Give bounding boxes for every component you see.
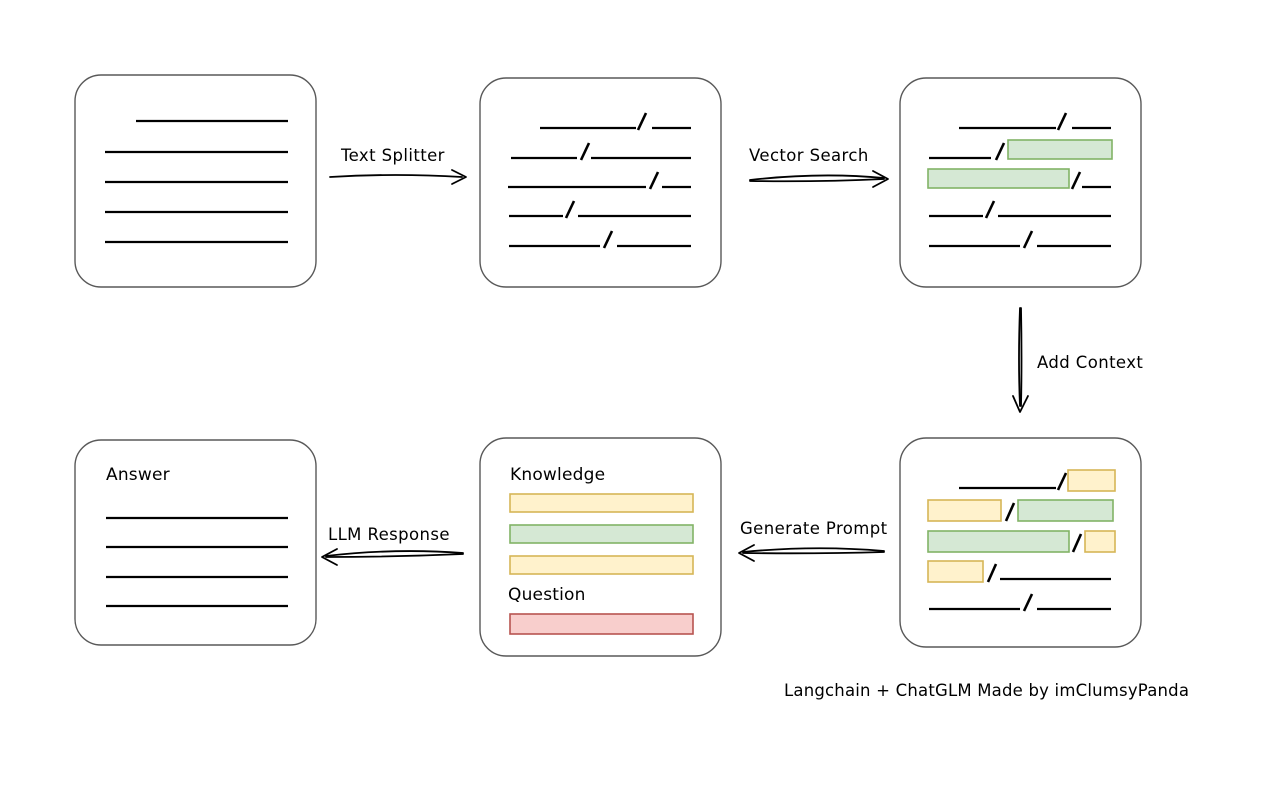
answer-card-node[interactable]	[74, 439, 317, 646]
split-document-slash-3	[648, 171, 660, 190]
edge-generate-prompt[interactable]	[738, 544, 885, 562]
prompt-knowledge-bar-3	[509, 555, 694, 575]
split-document-slash-2	[579, 142, 591, 161]
generate-prompt-arrow-shaft-top	[742, 547, 885, 553]
retrieved-document-node[interactable]	[899, 77, 1142, 288]
source-document-node[interactable]	[74, 74, 317, 288]
edge-label-text-splitter: Text Splitter	[341, 146, 445, 165]
retrieved-document-slash-2	[994, 142, 1006, 161]
generate-prompt-arrow-shaft-bottom	[742, 551, 885, 555]
split-document-slash-4	[564, 200, 576, 219]
context-document-highlight-3b	[1084, 530, 1116, 553]
context-document-highlight-2a	[927, 499, 1002, 522]
prompt-knowledge-bar-2	[509, 524, 694, 544]
llm-response-arrow-head	[321, 548, 338, 566]
context-document-slash-5	[1022, 593, 1034, 612]
generate-prompt-arrow-head	[738, 544, 755, 562]
prompt-card[interactable]	[479, 437, 722, 657]
add-context-arrow-head	[1012, 395, 1029, 413]
answer-heading: Answer	[106, 465, 170, 485]
llm-response-arrow-shaft-bottom	[325, 553, 464, 558]
split-document-slash-1	[636, 112, 648, 131]
context-document-slash-3	[1071, 533, 1083, 553]
context-document-slash-1	[1056, 472, 1068, 491]
context-document-slash-4	[986, 563, 998, 583]
edge-label-vector-search: Vector Search	[749, 146, 869, 165]
prompt-question-bar-1	[509, 613, 694, 635]
prompt-knowledge-bar-1	[509, 493, 694, 513]
retrieved-document-slash-4	[984, 200, 996, 219]
vector-search-arrow-shaft-bottom	[749, 178, 885, 183]
context-document-slash-2	[1004, 502, 1016, 522]
split-document-slash-5	[602, 230, 614, 249]
retrieved-document-slash-3	[1070, 171, 1082, 190]
text-splitter-arrow-head	[451, 169, 467, 185]
context-document-highlight-4a	[927, 560, 984, 583]
vector-search-arrow-shaft-top	[749, 174, 885, 181]
retrieved-document-highlight-2	[1007, 139, 1113, 160]
context-document-highlight-2b	[1017, 499, 1114, 522]
edge-label-llm-response: LLM Response	[328, 525, 450, 544]
llm-response-arrow-shaft-top	[325, 550, 464, 557]
edge-vector-search[interactable]	[749, 170, 889, 188]
retrieved-document-highlight-3	[927, 168, 1070, 189]
text-splitter-arrow-shaft	[329, 174, 463, 178]
add-context-arrow-shaft-right	[1020, 307, 1023, 407]
edge-label-add-context: Add Context	[1037, 353, 1144, 372]
retrieved-document-slash-1	[1056, 112, 1068, 131]
answer-card[interactable]	[74, 439, 317, 646]
add-context-arrow-shaft-left	[1018, 307, 1021, 407]
footer-credit: Langchain + ChatGLM Made by imClumsyPand…	[784, 681, 1190, 700]
edge-llm-response[interactable]	[321, 548, 464, 566]
context-document-highlight-1b	[1067, 469, 1116, 492]
edge-label-generate-prompt: Generate Prompt	[740, 519, 888, 538]
prompt-card-node[interactable]	[479, 437, 722, 657]
prompt-question-heading: Question	[508, 585, 586, 605]
split-document-node[interactable]	[479, 77, 722, 288]
edge-add-context[interactable]	[1012, 307, 1029, 413]
edge-text-splitter[interactable]	[329, 169, 467, 185]
vector-search-arrow-head	[872, 170, 889, 188]
context-document-highlight-3a	[927, 530, 1070, 553]
context-document-node[interactable]	[899, 437, 1142, 648]
split-document-card[interactable]	[479, 77, 722, 288]
retrieved-document-slash-5	[1022, 230, 1034, 249]
prompt-knowledge-heading: Knowledge	[510, 465, 606, 485]
